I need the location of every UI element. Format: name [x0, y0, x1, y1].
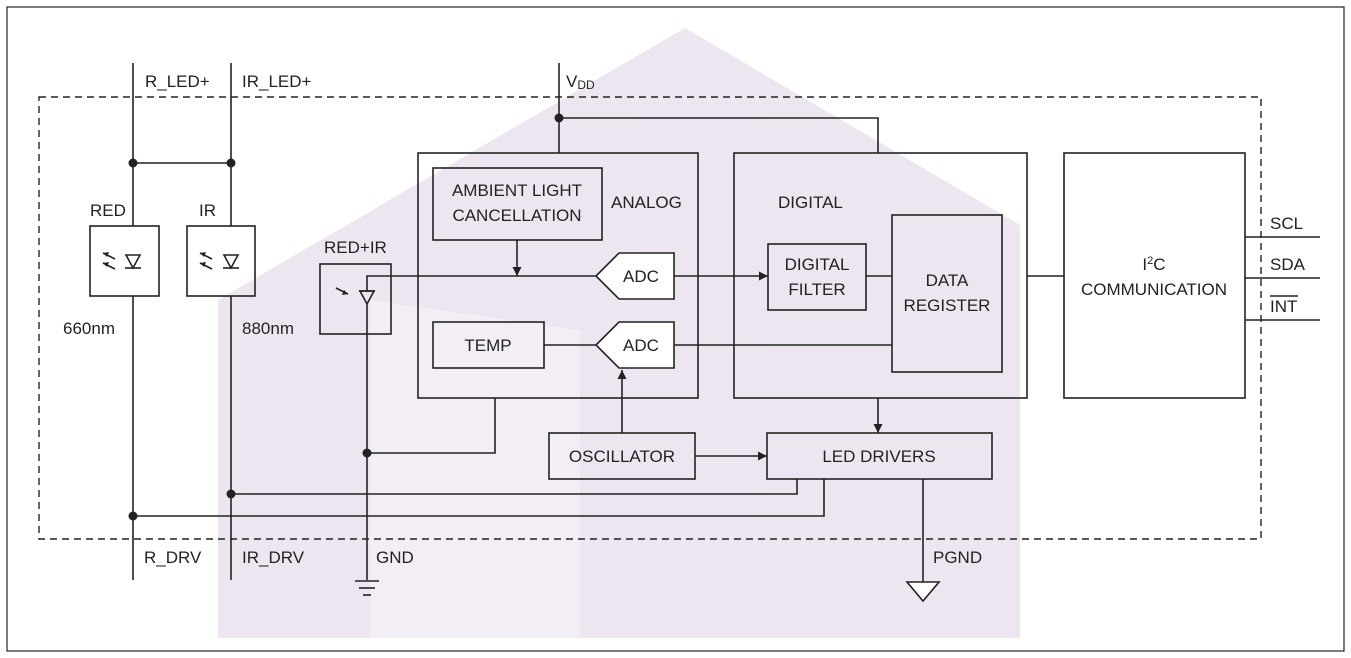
- int-pin-label: INT: [1270, 297, 1297, 316]
- red-wavelength-label: 660nm: [63, 319, 115, 338]
- ambient-label-line1: AMBIENT LIGHT: [452, 181, 582, 200]
- adc2-label: ADC: [623, 336, 659, 355]
- photodiode-box: [319, 263, 392, 335]
- photodiode-label: RED+IR: [324, 238, 387, 257]
- photodiode-to-adc-wire: [366, 275, 596, 291]
- oscillator-label: OSCILLATOR: [569, 447, 675, 466]
- node-dot: [226, 489, 236, 499]
- temp-gnd-wire: [367, 398, 496, 454]
- ambient-label-line2: CANCELLATION: [452, 206, 581, 225]
- r-drv-pin-label: R_DRV: [144, 548, 202, 567]
- analog-label: ANALOG: [611, 193, 682, 212]
- red-led-diode-icon: [102, 252, 142, 270]
- ir-wavelength-label: 880nm: [242, 319, 294, 338]
- ir-led-box: [186, 225, 256, 297]
- temp-label: TEMP: [464, 336, 511, 355]
- r-drv-wire: [133, 479, 825, 517]
- i2c-label: I2C: [1142, 255, 1165, 274]
- ground-icon: [355, 580, 379, 596]
- digital-filter-line1: DIGITAL: [785, 255, 850, 274]
- scl-pin-label: SCL: [1270, 214, 1303, 233]
- red-led-box: [89, 225, 160, 297]
- pgnd-icon: [905, 581, 941, 603]
- node-dot: [128, 158, 138, 168]
- vdd-pin-label: VDD: [566, 72, 595, 92]
- data-register-line1: DATA: [926, 271, 969, 290]
- data-register-block: [891, 214, 1003, 373]
- node-dot: [226, 158, 236, 168]
- ir-drv-wire: [231, 479, 798, 495]
- figure-frame: [6, 6, 1345, 652]
- ic-boundary: [38, 96, 1262, 540]
- ir-drv-pin-label: IR_DRV: [242, 548, 305, 567]
- communication-label: COMMUNICATION: [1081, 280, 1227, 299]
- node-dot: [128, 511, 138, 521]
- ir-led-label: IR: [199, 201, 216, 220]
- pgnd-pin-label: PGND: [933, 548, 982, 567]
- r-led-pin-label: R_LED+: [145, 72, 210, 91]
- led-drivers-block: [766, 432, 993, 480]
- data-register-line2: REGISTER: [904, 296, 991, 315]
- led-drivers-label: LED DRIVERS: [822, 447, 935, 466]
- i2c-block: [1063, 152, 1246, 399]
- ir-led-diode-icon: [199, 252, 240, 270]
- digital-filter-block: [767, 243, 867, 311]
- ir-led-pin-label: IR_LED+: [242, 72, 312, 91]
- sda-pin-label: SDA: [1270, 255, 1306, 274]
- red-led-label: RED: [90, 201, 126, 220]
- digital-label: DIGITAL: [778, 193, 843, 212]
- digital-filter-line2: FILTER: [788, 280, 845, 299]
- gnd-pin-label: GND: [376, 548, 414, 567]
- vdd-digital-wire: [559, 117, 879, 153]
- watermark-logo: [218, 28, 1020, 638]
- adc1-label: ADC: [623, 267, 659, 286]
